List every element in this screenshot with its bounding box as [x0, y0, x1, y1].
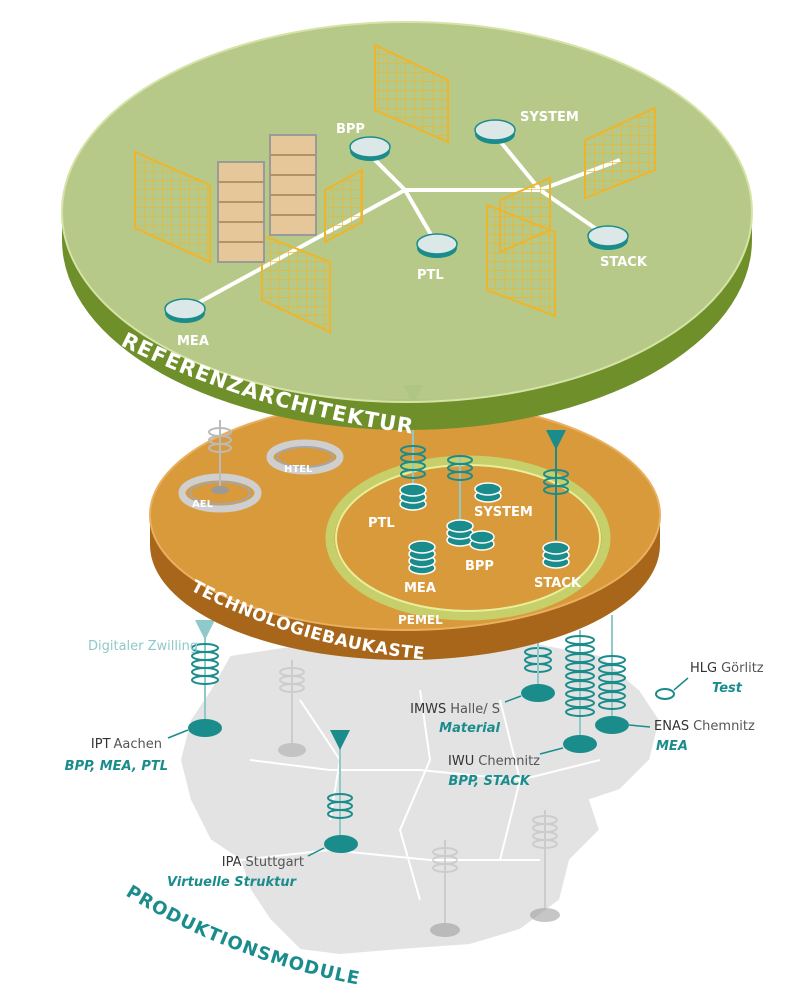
reference-disc — [61, 21, 753, 430]
ref-node-bpp — [349, 136, 391, 161]
ipa-role: Virtuelle Struktur — [167, 875, 298, 890]
ref-node-system — [474, 119, 516, 144]
toolkit-stack-label: STACK — [534, 576, 582, 591]
ref-mea-label: MEA — [177, 334, 209, 349]
ref-node-stack — [587, 225, 629, 250]
iwu-role: BPP, STACK — [448, 774, 531, 789]
toolkit-nodes — [399, 385, 570, 575]
hlg-role: Test — [712, 681, 743, 696]
ref-ptl-label: PTL — [417, 268, 444, 283]
htel-label: HTEL — [284, 464, 313, 475]
ael-label: AEL — [192, 499, 214, 510]
ref-system-label: SYSTEM — [520, 110, 579, 125]
htel-ring: HTEL — [266, 439, 344, 475]
enas-role: MEA — [656, 739, 688, 754]
toolkit-mea-label: MEA — [404, 581, 436, 596]
fences — [134, 43, 656, 334]
toolkit-ptl-label: PTL — [368, 516, 395, 531]
ref-node-ptl — [416, 233, 458, 258]
ael-ring: AEL — [178, 420, 262, 513]
faded-modules — [278, 660, 560, 937]
toolkit-node-labels: PTL SYSTEM MEA BPP STACK — [368, 505, 582, 596]
toolkit-bpp-label: BPP — [465, 559, 494, 574]
toolkit-system-label: SYSTEM — [474, 505, 533, 520]
germany-map — [178, 638, 662, 957]
ref-bpp-label: BPP — [336, 122, 365, 137]
shelves — [217, 134, 317, 263]
ref-node-mea — [164, 298, 206, 323]
ref-stack-label: STACK — [600, 255, 648, 270]
pemel-label: PEMEL — [398, 613, 443, 627]
reference-node-labels: BPP SYSTEM PTL STACK MEA — [177, 110, 648, 349]
site-markers — [167, 615, 689, 857]
ipt-role: BPP, MEA, PTL — [65, 759, 168, 774]
reference-nodes — [164, 119, 629, 323]
digital-twin-label: Digitaler Zwilling — [88, 639, 198, 654]
imws-role: Material — [439, 721, 500, 736]
